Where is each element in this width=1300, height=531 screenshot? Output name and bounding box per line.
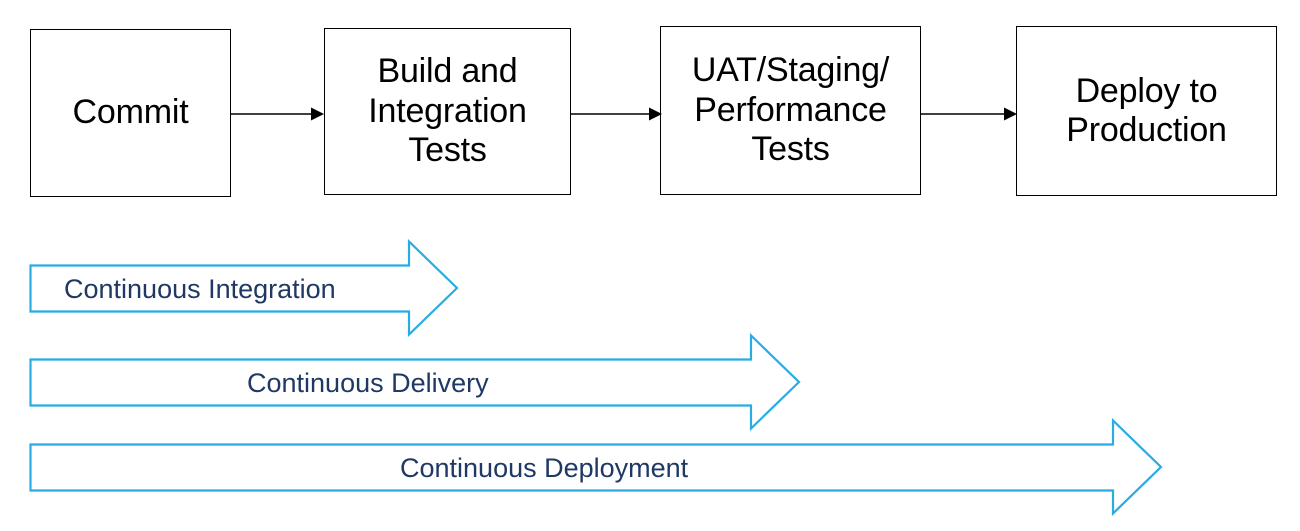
connector-commit-to-build (231, 104, 326, 124)
banner-continuous-delivery[interactable]: Continuous Delivery (29, 332, 801, 432)
stage-box-commit[interactable]: Commit (30, 29, 231, 197)
stage-box-deploy-prod[interactable]: Deploy to Production (1016, 26, 1277, 196)
stage-box-build-test[interactable]: Build and Integration Tests (324, 28, 571, 195)
banner-continuous-integration[interactable]: Continuous Integration (29, 238, 459, 338)
connector-build-to-uat (571, 104, 664, 124)
banner-label-continuous-delivery: Continuous Delivery (247, 368, 489, 398)
stage-box-uat-staging[interactable]: UAT/Staging/ Performance Tests (660, 26, 921, 195)
banner-label-continuous-integration: Continuous Integration (64, 274, 336, 304)
banner-continuous-deployment[interactable]: Continuous Deployment (29, 417, 1164, 517)
connector-uat-to-deploy (921, 104, 1019, 124)
banner-label-continuous-deployment: Continuous Deployment (400, 453, 689, 483)
